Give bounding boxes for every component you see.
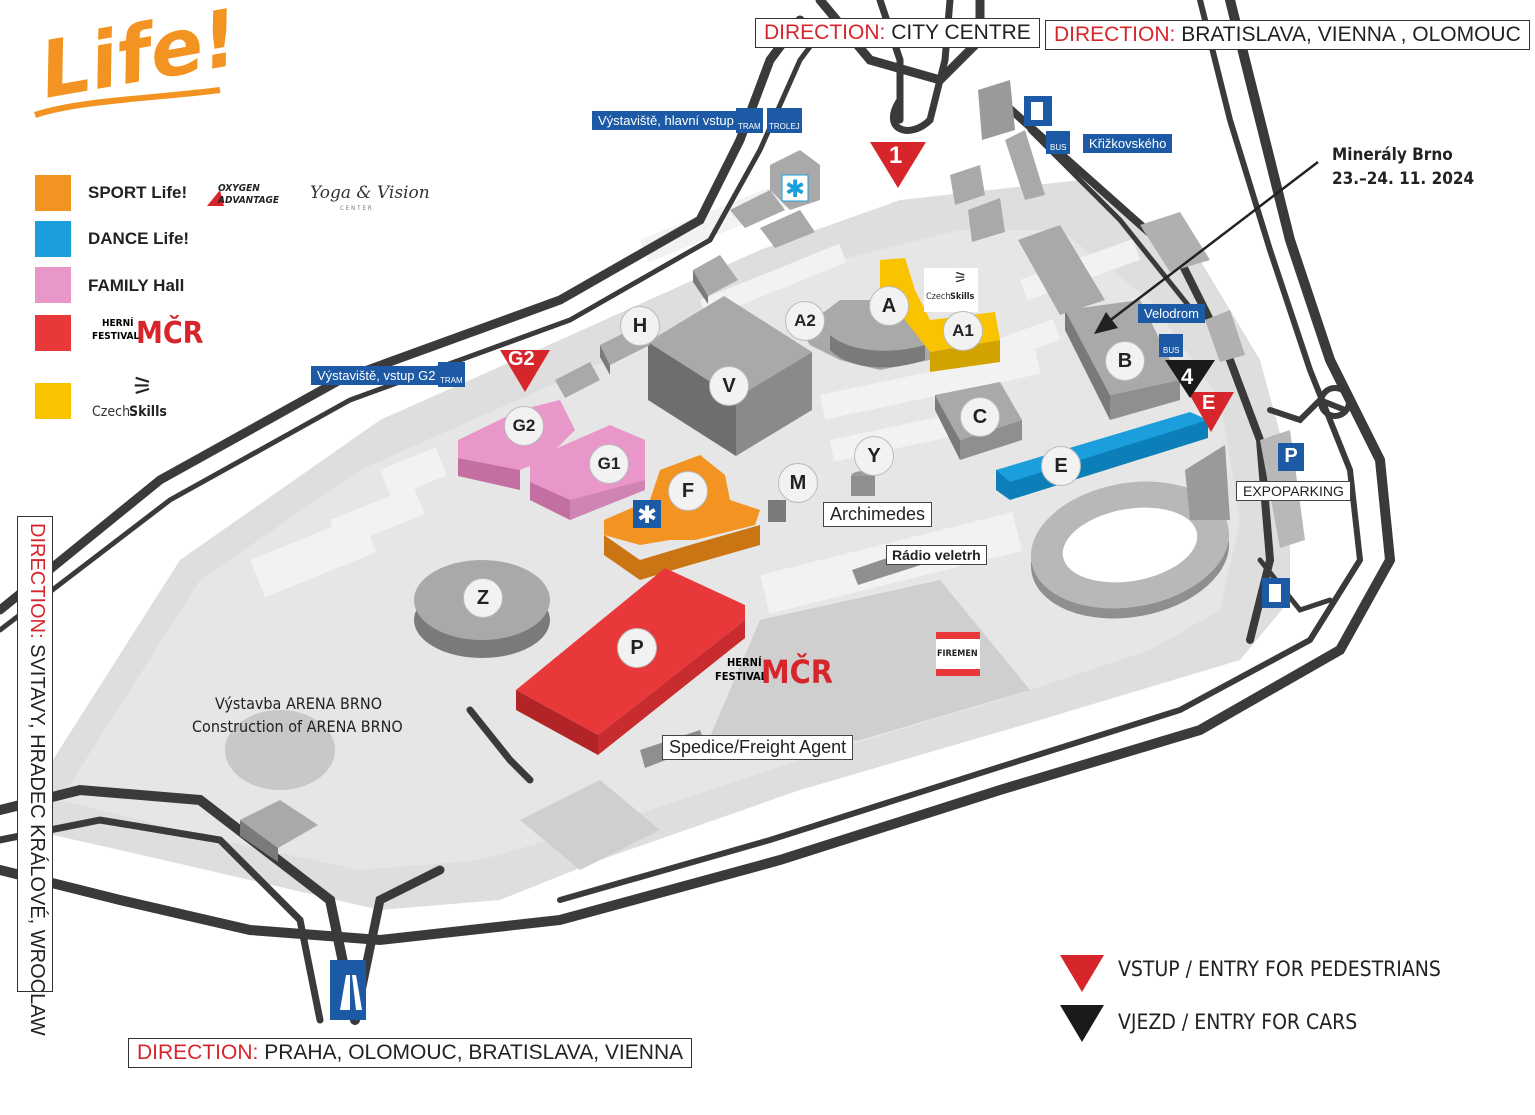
firemen-logo: FIREMEN xyxy=(936,632,980,676)
stop-g2-entrance: Výstaviště, vstup G2 xyxy=(311,366,442,385)
direction-prefix: DIRECTION: xyxy=(26,523,48,639)
direction-text: PRAHA, OLOMOUC, BRATISLAVA, VIENNA xyxy=(264,1041,684,1064)
direction-bratislava: DIRECTION: BRATISLAVA, VIENNA , OLOMOUC xyxy=(1045,20,1530,50)
bus-icon: BUS xyxy=(1046,131,1071,154)
hall-a1-label: A1 xyxy=(943,311,983,351)
arena-construction-cz: Výstavba ARENA BRNO xyxy=(215,694,383,713)
stop-main-entrance: Výstaviště, hlavní vstup xyxy=(592,111,740,130)
skills-text: Skills xyxy=(950,292,975,302)
skills-text: Skills xyxy=(129,404,167,420)
direction-text: SVITAVY, HRADEC KRÁLOVÉ, WROCLAW xyxy=(26,644,48,1036)
entry-markers xyxy=(500,142,1234,1042)
hall-v-label: V xyxy=(709,366,749,406)
direction-svitavy: DIRECTION: SVITAVY, HRADEC KRÁLOVÉ, WROC… xyxy=(17,516,53,1036)
yoga-vision-sub: CENTER xyxy=(340,205,374,212)
czech-text: Czech xyxy=(92,404,131,420)
hall-y-label: Y xyxy=(854,436,894,476)
hall-g2-label: G2 xyxy=(504,406,544,446)
festival-text: FESTIVAL xyxy=(715,670,767,683)
roads xyxy=(0,0,1396,1025)
direction-praha: DIRECTION: PRAHA, OLOMOUC, BRATISLAVA, V… xyxy=(128,1038,693,1068)
entry-e-triangle xyxy=(1188,392,1234,432)
hall-b-label: B xyxy=(1105,341,1145,381)
oxygen-advantage-logo: OXYGEN ADVANTAGE xyxy=(218,183,280,206)
expoparking-label: EXPOPARKING xyxy=(1236,481,1351,501)
fuel-icon xyxy=(1024,96,1052,126)
legend-car-label: VJEZD / ENTRY FOR CARS xyxy=(1118,1010,1358,1034)
legend-car-triangle xyxy=(1060,1005,1104,1042)
hall-h-label: H xyxy=(620,306,660,346)
hall-a-label: A xyxy=(869,286,909,326)
stop-velodrom: Velodrom xyxy=(1138,304,1205,323)
yoga-vision-logo: Yoga & Vision xyxy=(310,183,430,203)
mcr-text: MČR xyxy=(136,316,204,351)
event-arrow xyxy=(1094,161,1319,334)
stop-krizkovskeho: Křižkovského xyxy=(1083,134,1173,153)
fuel-icon-2 xyxy=(1262,578,1290,608)
entry-1-triangle xyxy=(870,142,926,188)
hall-z-label: Z xyxy=(463,578,503,618)
entry-4-label: 4 xyxy=(1181,364,1194,389)
mcr-text: MČR xyxy=(761,653,833,691)
czech-text: Czech xyxy=(926,292,951,302)
hall-g1-label: G1 xyxy=(589,444,629,484)
hall-e-label: E xyxy=(1041,446,1081,486)
arena-construction-en: Construction of ARENA BRNO xyxy=(192,717,403,736)
entry-g2-label: G2 xyxy=(508,348,535,370)
legend-swatch-herni xyxy=(35,315,71,351)
parking-icon: P xyxy=(1278,443,1304,471)
svg-text:✱: ✱ xyxy=(785,175,805,203)
event-name: Minerály Brno xyxy=(1332,145,1453,165)
oxygen-advantage-mark xyxy=(207,190,224,206)
velodrome xyxy=(1030,481,1230,619)
legend-label-sport: SPORT Life! xyxy=(88,183,188,202)
festival-text: FESTIVAL xyxy=(92,331,140,342)
hall-a2-label: A2 xyxy=(785,301,825,341)
legend-pedestrian-label: VSTUP / ENTRY FOR PEDESTRIANS xyxy=(1118,957,1441,981)
hall-c-label: C xyxy=(960,397,1000,437)
czechskills-mark-icon: ⚞ xyxy=(954,268,967,287)
legend-swatch-sport xyxy=(35,175,71,211)
legend-pedestrian-triangle xyxy=(1060,955,1104,992)
czechskills-logo-map: ⚞ Czech Skills xyxy=(924,268,978,312)
tram-icon: TRAM xyxy=(736,108,763,133)
motorway-icon xyxy=(330,960,366,1020)
legend-swatch-family xyxy=(35,267,71,303)
herni-text: HERNÍ xyxy=(727,656,762,669)
hall-f-label: F xyxy=(668,471,708,511)
entry-e-label: E xyxy=(1202,392,1216,414)
legend-swatch-dance xyxy=(35,221,71,257)
entry-g2-triangle xyxy=(500,350,550,392)
entry-4-triangle xyxy=(1165,360,1215,398)
legend-swatch-czechskills xyxy=(35,383,71,419)
tram-icon-g2: TRAM xyxy=(438,362,465,387)
firemen-text: FIREMEN xyxy=(937,649,978,659)
direction-prefix: DIRECTION: xyxy=(137,1041,259,1064)
radio-veletrh-logo: Rádio veletrh xyxy=(886,545,987,565)
direction-text: BRATISLAVA, VIENNA , OLOMOUC xyxy=(1181,23,1521,46)
archimedes-label: Archimedes xyxy=(823,502,933,527)
direction-city-centre: DIRECTION: CITY CENTRE xyxy=(755,18,1040,48)
hall-v-building xyxy=(648,296,812,456)
czechskills-mark-icon: ⚞ xyxy=(132,372,153,402)
freight-agent-label: Spedice/Freight Agent xyxy=(662,735,854,760)
medical-icon: ✱ xyxy=(781,174,809,203)
medical-icon-f: ✱ xyxy=(633,500,661,529)
legend-label-family: FAMILY Hall xyxy=(88,276,185,295)
herni-text: HERNÍ xyxy=(102,318,134,329)
entry-1-label: 1 xyxy=(889,142,903,169)
legend-label-dance: DANCE Life! xyxy=(88,229,190,248)
trolej-icon: TROLEJ xyxy=(767,108,802,133)
direction-prefix: DIRECTION: xyxy=(1054,23,1176,46)
direction-prefix: DIRECTION: xyxy=(764,21,886,44)
bus-icon-velodrom: BUS xyxy=(1159,334,1184,357)
svg-text:✱: ✱ xyxy=(637,501,657,529)
hall-p-label: P xyxy=(617,628,657,668)
event-date: 23.–24. 11. 2024 xyxy=(1332,169,1475,189)
life-logo-swoosh xyxy=(34,87,221,118)
direction-text: CITY CENTRE xyxy=(891,21,1031,44)
hall-m-label: M xyxy=(778,463,818,503)
